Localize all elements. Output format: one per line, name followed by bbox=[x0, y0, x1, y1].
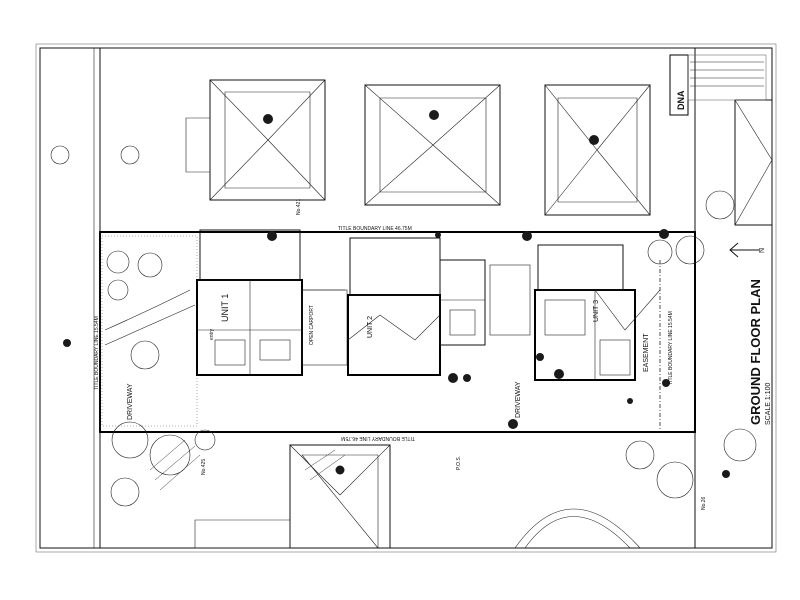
north-label: N bbox=[759, 248, 766, 253]
unit-3 bbox=[489, 244, 661, 381]
dna-logo bbox=[669, 54, 767, 116]
boundary-bottom-label: TITLE BOUNDARY LINE 46.75M bbox=[341, 435, 415, 441]
easement-label: EASEMENT bbox=[643, 333, 650, 372]
carport-label: OPEN CARPORT bbox=[309, 305, 315, 345]
sheet-title: GROUND FLOOR PLAN bbox=[748, 279, 763, 425]
boundary-left-label: TITLE BOUNDARY LINE 15.54M bbox=[94, 316, 100, 390]
neighbor-2-label: No.425 bbox=[201, 459, 207, 475]
neighbor-house-1 bbox=[185, 79, 326, 201]
sheet-outer bbox=[35, 43, 777, 553]
front-garden bbox=[101, 235, 198, 427]
north-arrow-icon bbox=[729, 242, 760, 258]
neighbor-house-bottom bbox=[194, 444, 391, 549]
neighbor-house-4 bbox=[734, 99, 773, 226]
logo-text: DNA bbox=[676, 90, 686, 110]
driveway-center-label: DRIVEWAY bbox=[515, 381, 522, 418]
unit-2 bbox=[347, 237, 486, 376]
trees bbox=[50, 145, 757, 549]
unit-1 bbox=[196, 229, 348, 376]
neighbor-3-label: No.26 bbox=[701, 496, 707, 510]
unit-1-label: UNIT 1 bbox=[220, 294, 230, 322]
boundary-right-label: TITLE BOUNDARY LINE 15.54M bbox=[668, 311, 674, 385]
sheet-scale: SCALE 1:100 bbox=[765, 382, 772, 425]
neighbor-1-label: No.421 bbox=[296, 199, 302, 215]
neighbor-house-2 bbox=[364, 84, 501, 206]
pos-label: P.O.S. bbox=[456, 456, 462, 470]
neighbor-house-3 bbox=[544, 84, 651, 216]
sheet-border bbox=[39, 47, 773, 549]
boundary-top-label: TITLE BOUNDARY LINE 46.75M bbox=[338, 226, 412, 232]
entry-label: entry bbox=[209, 328, 215, 340]
boundary-markers bbox=[63, 229, 730, 478]
unit-2-label: UNIT 2 bbox=[367, 316, 374, 338]
title-boundary bbox=[99, 231, 696, 433]
hatch-areas bbox=[149, 439, 346, 491]
unit-3-label: UNIT 3 bbox=[593, 300, 600, 322]
driveway-left-label: DRIVEWAY bbox=[127, 383, 134, 420]
